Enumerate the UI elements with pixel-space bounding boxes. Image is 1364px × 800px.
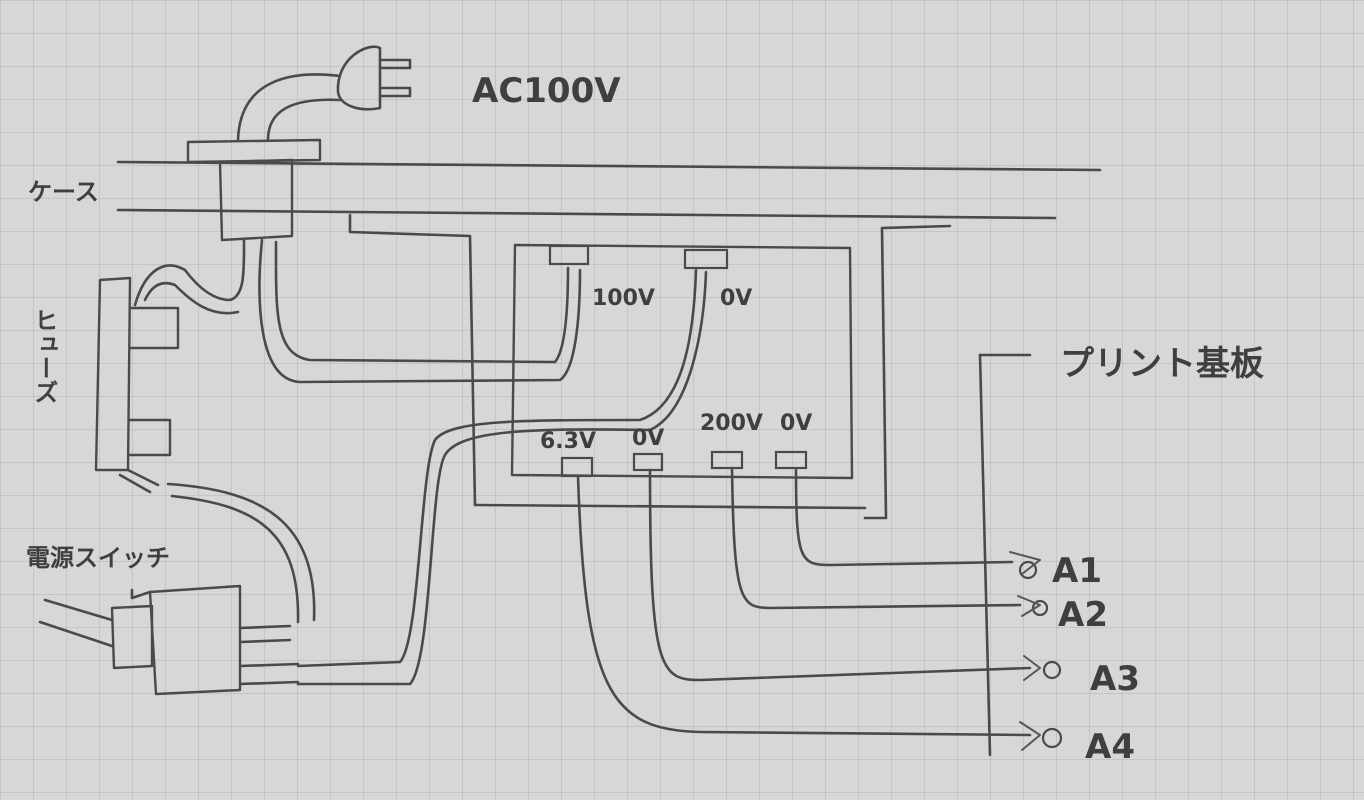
power-switch	[38, 584, 300, 696]
pcb-terminal-a2	[1017, 595, 1049, 617]
wire-switch-0v-b	[296, 270, 708, 686]
wire-to-a2	[730, 466, 1022, 610]
terminal-0v-primary	[683, 248, 729, 270]
pcb-label-a3: A3	[1090, 659, 1140, 699]
terminal-100v	[548, 244, 590, 266]
wire-to-a3	[648, 468, 1032, 682]
wire-to-a4	[576, 474, 1032, 737]
ac-source-label: AC100V	[472, 71, 621, 111]
pcb-terminal-a4	[1019, 721, 1063, 751]
pcb-label-a1: A1	[1052, 551, 1102, 591]
wire-ac-100v-b	[274, 240, 570, 364]
pcb-outline	[978, 353, 1032, 757]
fuse-holder	[94, 238, 246, 494]
pcb-label-a2: A2	[1058, 595, 1108, 635]
terminal-6-3v	[560, 456, 594, 478]
terminal-0v-a	[632, 452, 664, 472]
pcb-label: プリント基板	[1060, 344, 1264, 384]
wire-switch-0v-a	[296, 268, 698, 668]
secondary-label-200v: 200V	[700, 411, 763, 436]
primary-label-100v: 100V	[592, 286, 655, 311]
wire-to-a1	[794, 468, 1014, 567]
secondary-label-0v-a: 0V	[632, 426, 664, 451]
secondary-label-6-3v: 6.3V	[540, 429, 596, 454]
primary-label-0v: 0V	[720, 286, 752, 311]
wire-fuse-switch-b	[170, 494, 300, 624]
secondary-label-0v-b: 0V	[780, 411, 812, 436]
ac-plug	[236, 45, 412, 142]
wire-ac-100v-a	[258, 238, 582, 384]
case-outline	[116, 160, 1102, 520]
power-switch-label: 電源スイッチ	[26, 544, 170, 572]
wire-fuse-switch-a	[166, 482, 316, 622]
terminal-0v-b	[774, 450, 808, 470]
terminal-200v	[710, 450, 744, 470]
pcb-label-a4: A4	[1085, 727, 1135, 767]
cord-bushing	[186, 138, 322, 242]
case-label: ケース	[28, 178, 99, 206]
pcb-terminal-a3	[1023, 655, 1062, 681]
fuse-label: ヒューズ	[30, 308, 58, 404]
pcb-terminal-a1	[1009, 551, 1041, 580]
